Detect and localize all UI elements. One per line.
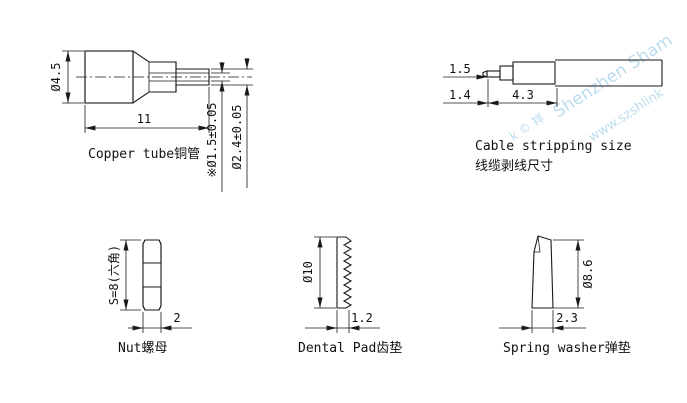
dim-dielectric-length: 1.4 xyxy=(449,88,471,102)
dim-conductor-length: 1.5 xyxy=(449,62,471,76)
center-conductor xyxy=(486,70,501,78)
dental-pad-dimensions: Ø10 1.2 xyxy=(301,236,380,333)
nut-drawing: S=8(六角) 2 Nut螺母 xyxy=(107,239,192,356)
dim-length: 11 xyxy=(137,112,151,126)
dim-pad-thickness: 1.2 xyxy=(351,311,373,325)
dental-pad-label: Dental Pad齿垫 xyxy=(298,340,402,356)
dim-outer-diameter: Ø4.5 xyxy=(49,63,63,92)
dim-nut-thickness: 2 xyxy=(173,311,180,325)
dim-bore: ※Ø1.5±0.05 xyxy=(205,102,219,177)
nut-profile xyxy=(142,239,162,311)
watermark-company-text: Shenzhen Sham xyxy=(550,30,676,122)
dim-washer-diameter: Ø8.6 xyxy=(581,260,595,289)
spring-washer-label: Spring washer弹垫 xyxy=(503,340,631,356)
dim-across-flats: S=8(六角) xyxy=(107,245,121,305)
cable-stripping-label-zh: 线缆剥线尺寸 xyxy=(475,158,553,174)
cable-stripping-label-en: Cable stripping size xyxy=(475,139,632,154)
dim-washer-thickness: 2.3 xyxy=(556,311,578,325)
conductor-tip xyxy=(482,70,488,78)
copper-tube-dimensions: Ø4.5 11 ※Ø1.5±0.05 Ø2.4±0.05 xyxy=(49,50,253,192)
dental-pad-profile xyxy=(336,236,353,309)
nut-hatched-bottom xyxy=(142,286,162,311)
dielectric-section xyxy=(499,65,514,81)
copper-tube-drawing: Ø4.5 11 ※Ø1.5±0.05 Ø2.4±0.05 Copper tube… xyxy=(49,50,253,192)
braid-section xyxy=(512,61,556,85)
copper-tube-label: Copper tube铜管 xyxy=(88,147,200,162)
spring-washer-dimensions: Ø8.6 2.3 xyxy=(499,239,595,333)
spring-washer-split-line xyxy=(534,235,541,253)
cable-dimensions: 1.5 1.4 4.3 xyxy=(443,62,558,107)
nut-hatched-top xyxy=(142,239,162,264)
dim-braid-length: 4.3 xyxy=(512,88,534,102)
nut-label: Nut螺母 xyxy=(118,341,167,356)
dental-pad-drawing: Ø10 1.2 Dental Pad齿垫 xyxy=(298,236,402,356)
spring-washer-drawing: Ø8.6 2.3 Spring washer弹垫 xyxy=(499,235,631,356)
dim-pad-diameter: Ø10 xyxy=(301,261,315,283)
dim-tip-diameter: Ø2.4±0.05 xyxy=(230,104,244,169)
cable-stripping-drawing: 1.5 1.4 4.3 Cable stripping size 线缆剥线尺寸 xyxy=(443,59,663,174)
nut-dimensions: S=8(六角) 2 xyxy=(107,239,192,333)
spring-washer-profile xyxy=(531,235,554,309)
